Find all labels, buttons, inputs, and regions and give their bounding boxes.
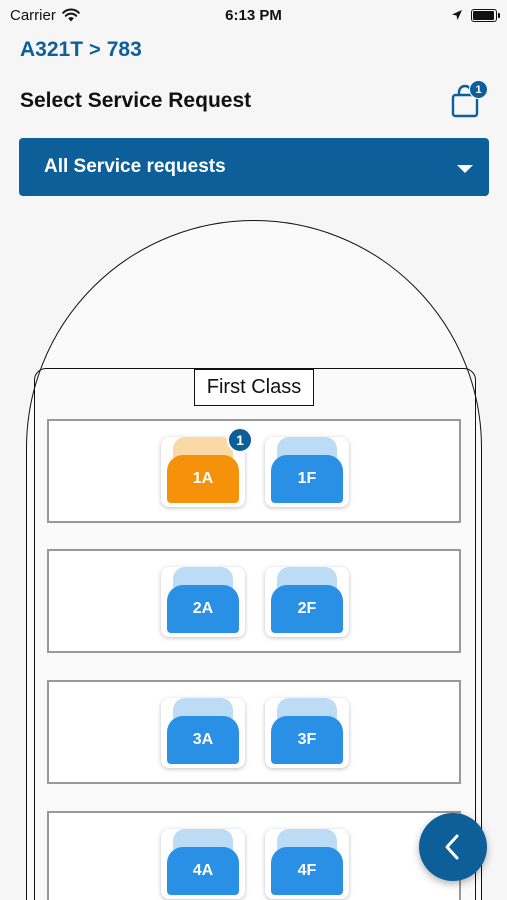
seat-label: 1A [167, 455, 239, 503]
seat-label: 3F [271, 716, 343, 764]
seat-row [47, 549, 461, 653]
breadcrumb: A321T > 783 [20, 38, 142, 62]
seat-row [47, 811, 461, 900]
seat-label: 1F [271, 455, 343, 503]
breadcrumb-flight[interactable]: 783 [106, 38, 142, 61]
breadcrumb-aircraft[interactable]: A321T [20, 38, 84, 61]
breadcrumb-separator: > [89, 38, 101, 61]
chevron-left-icon [445, 834, 459, 860]
seat-label: 2F [271, 585, 343, 633]
seat-3A[interactable]: 3A [161, 698, 245, 768]
location-icon [452, 10, 462, 20]
seat-4F[interactable]: 4F [265, 829, 349, 899]
battery-fill [473, 10, 494, 20]
seat-request-count-badge: 1 [227, 427, 253, 453]
back-fab-button[interactable] [419, 813, 487, 881]
seat-label: 2A [167, 585, 239, 633]
cabin-section [34, 368, 476, 900]
seat-label: 4A [167, 847, 239, 895]
seat-row [47, 680, 461, 784]
carrier-label: Carrier [10, 6, 56, 24]
seat-3F[interactable]: 3F [265, 698, 349, 768]
wifi-icon [62, 8, 80, 22]
status-left: Carrier [10, 7, 80, 24]
status-right [451, 8, 500, 22]
seat-4A[interactable]: 4A [161, 829, 245, 899]
cart-button[interactable]: 1 [450, 80, 488, 118]
filter-selected-label: All Service requests [44, 156, 226, 177]
seat-label: 3A [167, 716, 239, 764]
status-bar: Carrier 6:13 PM [0, 0, 507, 30]
page-title: Select Service Request [20, 89, 252, 112]
cabin-class-label: First Class [194, 369, 314, 406]
seat-2F[interactable]: 2F [265, 567, 349, 637]
seat-1F[interactable]: 1F [265, 437, 349, 507]
seat-label: 4F [271, 847, 343, 895]
battery-icon [471, 8, 500, 22]
caret-down-icon [457, 164, 473, 173]
service-request-filter-dropdown[interactable]: All Service requests [19, 138, 489, 196]
seat-2A[interactable]: 2A [161, 567, 245, 637]
seat-row [47, 419, 461, 523]
cart-count-badge: 1 [469, 80, 488, 99]
